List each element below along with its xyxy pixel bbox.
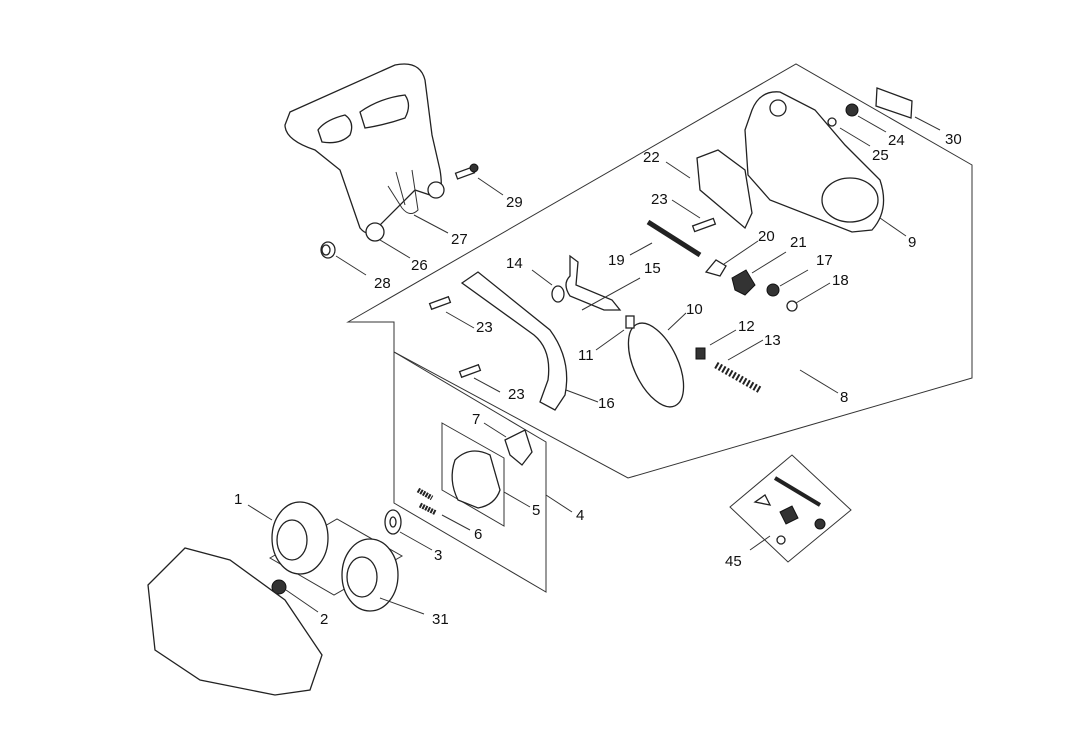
- part-label-26: 26: [411, 257, 428, 274]
- label-30: [875, 87, 913, 119]
- part-label-5: 5: [532, 502, 540, 519]
- nut-24: [845, 103, 859, 117]
- spring-27: [387, 169, 419, 214]
- part-label-29: 29: [506, 194, 523, 211]
- spring-6b: [418, 502, 438, 516]
- clip-25: [827, 117, 837, 127]
- bushing-14: [551, 285, 565, 303]
- group-outline-4: [393, 351, 547, 593]
- leader-lines: [247, 115, 941, 615]
- part-label-7: 7: [472, 411, 480, 428]
- part-label-45: 45: [725, 553, 742, 570]
- part-label-23-low: 23: [508, 386, 525, 403]
- part-label-1: 1: [234, 491, 242, 508]
- screw-23-mid: [428, 295, 452, 311]
- part-label-30: 30: [945, 131, 962, 148]
- block-12: [695, 347, 706, 360]
- part-label-3: 3: [434, 547, 442, 564]
- drum-31: [341, 538, 399, 612]
- part-label-8: 8: [840, 389, 848, 406]
- group-outline-5: [441, 422, 505, 527]
- front-handle: [284, 63, 445, 242]
- bearing-2: [271, 579, 287, 595]
- part-label-13: 13: [764, 332, 781, 349]
- part-label-18: 18: [832, 272, 849, 289]
- kit-45: [753, 476, 826, 545]
- screw-23-upper: [691, 217, 717, 233]
- part-label-9: 9: [908, 234, 916, 251]
- part-label-19: 19: [608, 252, 625, 269]
- part-label-10: 10: [686, 301, 703, 318]
- washer-18: [786, 300, 798, 312]
- part-label-12: 12: [738, 318, 755, 335]
- pin-20: [704, 259, 727, 277]
- spring-13: [714, 361, 762, 394]
- part-label-23-upper: 23: [651, 191, 668, 208]
- part-label-21: 21: [790, 234, 807, 251]
- part-label-28: 28: [374, 275, 391, 292]
- drum-1: [271, 501, 329, 575]
- part-label-2: 2: [320, 611, 328, 628]
- part-label-6: 6: [474, 526, 482, 543]
- crankcase: [147, 547, 323, 696]
- screw-23-low: [458, 363, 482, 379]
- part-label-25: 25: [872, 147, 889, 164]
- spring-6a: [416, 487, 434, 501]
- part-label-14: 14: [506, 255, 523, 272]
- lever-15: [565, 254, 622, 311]
- screw-29: [454, 163, 479, 180]
- group-outline-45: [729, 454, 852, 563]
- part-label-4: 4: [576, 507, 584, 524]
- gear-17: [766, 283, 780, 297]
- part-label-16: 16: [598, 395, 615, 412]
- part-label-24: 24: [888, 132, 905, 149]
- part-label-17: 17: [816, 252, 833, 269]
- clutch-hub-7: [504, 429, 533, 466]
- part-label-20: 20: [758, 228, 775, 245]
- part-label-11: 11: [578, 347, 594, 364]
- part-label-22: 22: [643, 149, 660, 166]
- guide-plate-22: [696, 149, 753, 230]
- part-label-23-mid: 23: [476, 319, 493, 336]
- part-label-15: 15: [644, 260, 661, 277]
- brake-band-10: [627, 322, 685, 408]
- brake-guide-16: [460, 271, 568, 411]
- pin-11: [625, 315, 635, 329]
- tensioner-21: [731, 269, 756, 296]
- washer-3: [384, 509, 402, 535]
- chain-cover: [744, 91, 885, 233]
- bolt-19: [646, 219, 702, 258]
- clutch-5: [451, 450, 501, 509]
- bushing-28: [320, 241, 336, 259]
- part-label-27: 27: [451, 231, 468, 248]
- group-outline-8: [346, 63, 973, 479]
- part-label-31: 31: [432, 611, 449, 628]
